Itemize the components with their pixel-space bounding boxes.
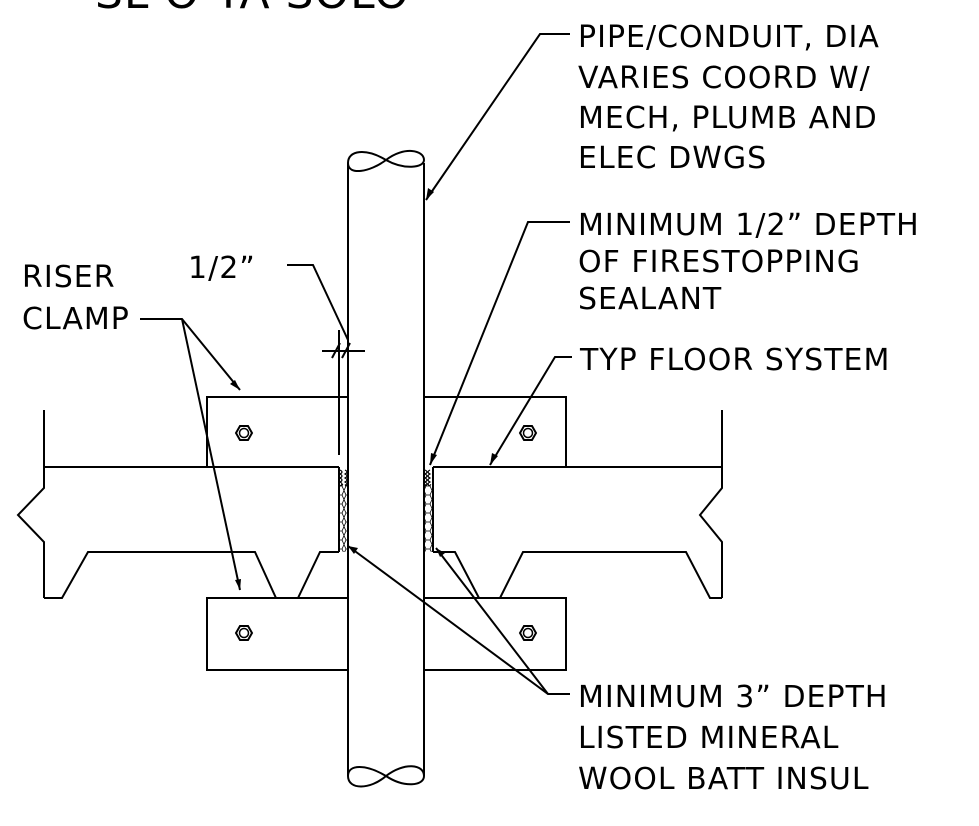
sealant-label: MINIMUM 1/2” DEPTH OF FIRESTOPPING SEALA…	[578, 208, 920, 317]
svg-text:LISTED MINERAL: LISTED MINERAL	[578, 721, 840, 756]
dimension-label: 1/2”	[188, 251, 256, 286]
leaders	[140, 33, 572, 695]
svg-text:ELEC DWGS: ELEC DWGS	[578, 141, 767, 176]
svg-text:CLAMP: CLAMP	[22, 302, 130, 337]
bolt-icon	[518, 625, 538, 641]
pipe-label: PIPE/CONDUIT, DIA VARIES COORD W/ MECH, …	[578, 20, 880, 176]
floor-system-label: TYP FLOOR SYSTEM	[579, 343, 890, 378]
svg-text:RISER: RISER	[22, 260, 116, 295]
riser-clamp-upper	[206, 396, 567, 467]
firestop-sealant	[338, 469, 432, 487]
svg-text:VARIES COORD W/: VARIES COORD W/	[578, 61, 871, 96]
riser-clamp-label: RISER CLAMP	[22, 260, 130, 337]
riser-clamp-lower	[206, 597, 567, 671]
svg-text:PIPE/CONDUIT, DIA: PIPE/CONDUIT, DIA	[578, 20, 880, 55]
svg-text:MECH, PLUMB AND: MECH, PLUMB AND	[578, 101, 878, 136]
bolt-icon	[234, 425, 254, 441]
svg-text:OF FIRESTOPPING: OF FIRESTOPPING	[578, 245, 861, 280]
bolt-icon	[518, 425, 538, 441]
svg-text:MINIMUM 3” DEPTH: MINIMUM 3” DEPTH	[578, 680, 888, 715]
detail-title-partial: SL O TA SOLO	[95, 0, 410, 19]
svg-text:SEALANT: SEALANT	[578, 282, 722, 317]
bolt-icon	[234, 625, 254, 641]
insulation-label: MINIMUM 3” DEPTH LISTED MINERAL WOOL BAT…	[578, 680, 888, 797]
mineral-wool-insulation	[339, 484, 433, 552]
pipe-conduit	[346, 150, 426, 788]
floor-slab	[16, 410, 723, 599]
svg-text:MINIMUM 1/2” DEPTH: MINIMUM 1/2” DEPTH	[578, 208, 920, 243]
svg-text:WOOL BATT INSUL: WOOL BATT INSUL	[578, 762, 870, 797]
